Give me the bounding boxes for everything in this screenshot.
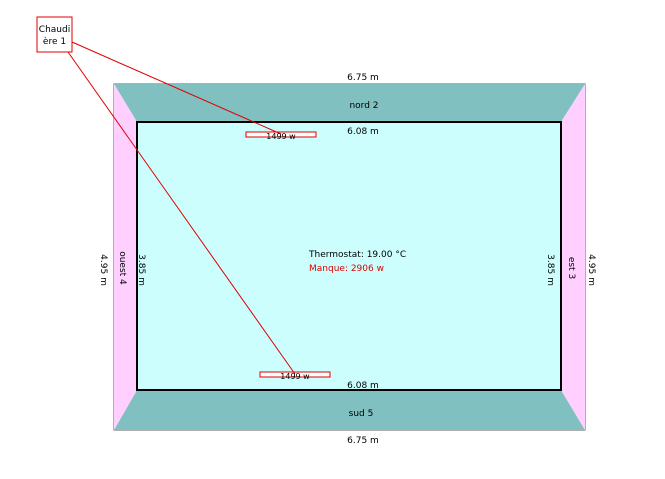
wall-south[interactable]	[114, 390, 585, 430]
boiler-label-line2: ère 1	[43, 36, 66, 47]
dim-inner-bottom: 6.08 m	[347, 381, 379, 391]
thermostat-label: Thermostat: 19.00 °C	[308, 250, 406, 260]
radiator-bottom-power: 1499 w	[280, 372, 310, 381]
wall-north-label: nord 2	[349, 101, 378, 111]
dim-inner-right: 3.85 m	[545, 254, 555, 286]
wall-west[interactable]	[114, 84, 137, 430]
radiator-top-power: 1499 w	[266, 132, 296, 141]
dim-outer-right: 4.95 m	[586, 254, 596, 286]
room-floor[interactable]	[136, 121, 562, 391]
dim-outer-top: 6.75 m	[347, 73, 379, 83]
wall-east[interactable]	[561, 84, 585, 430]
boiler[interactable]	[36, 16, 73, 53]
wall-west-label: ouest 4	[117, 251, 127, 285]
wall-east-label: est 3	[566, 257, 576, 279]
dim-inner-left: 3.85 m	[136, 254, 146, 286]
pipe-to-top-radiator	[71, 41, 282, 135]
shortfall-label: Manque: 2906 w	[309, 264, 384, 274]
radiator-bottom[interactable]	[259, 371, 331, 378]
dim-outer-left: 4.95 m	[98, 254, 108, 286]
dim-outer-bottom: 6.75 m	[347, 436, 379, 446]
wall-south-label: sud 5	[349, 409, 374, 419]
radiator-top[interactable]	[245, 131, 317, 138]
dim-inner-top: 6.08 m	[347, 127, 379, 137]
pipe-to-bottom-radiator	[67, 51, 296, 375]
boiler-label-line1: Chaudi	[39, 25, 70, 35]
